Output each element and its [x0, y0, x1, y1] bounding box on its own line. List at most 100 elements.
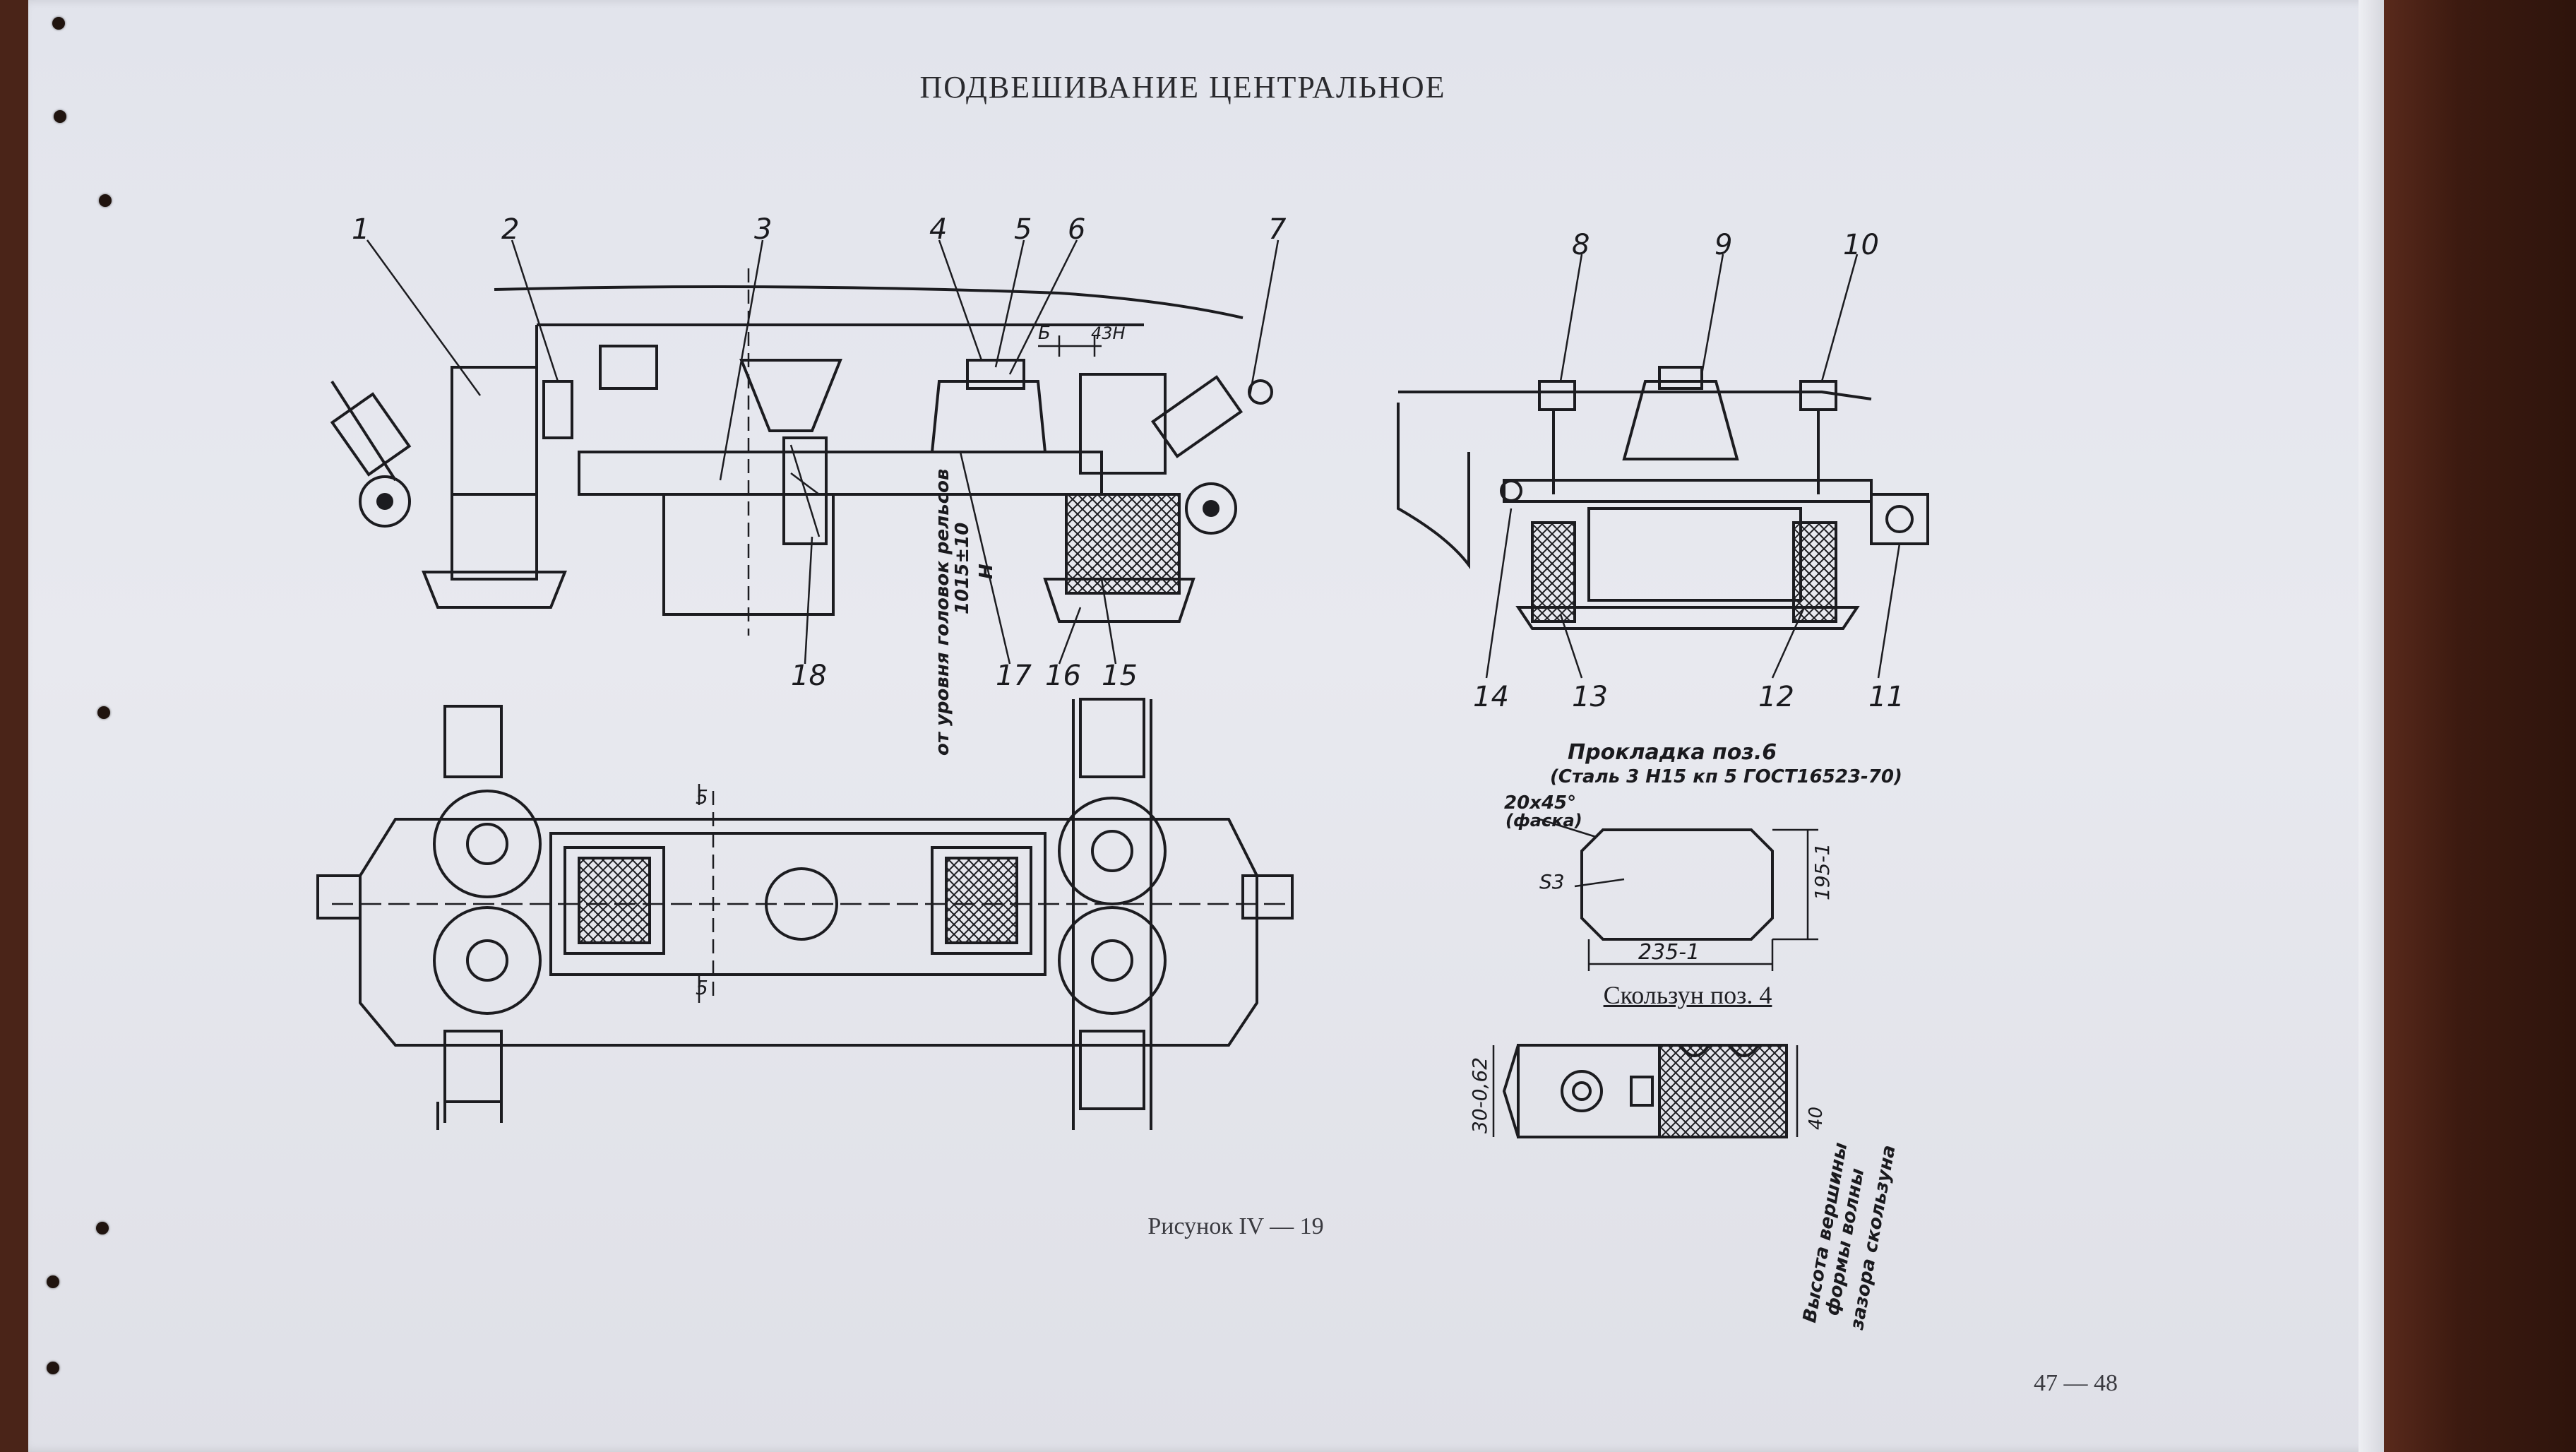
leader-12	[1771, 607, 1806, 679]
punch-hole	[47, 1362, 59, 1374]
finish-leader	[1574, 878, 1625, 888]
callout-4: 4	[929, 213, 947, 246]
callout-16: 16	[1045, 660, 1081, 692]
spring-left	[451, 493, 538, 581]
callout-3: 3	[754, 213, 772, 246]
end-beam	[1503, 479, 1873, 503]
plan-damper-right	[1241, 874, 1294, 920]
plan-spring-right-top	[1058, 797, 1167, 905]
height-note-2: от уровня головок рельсов	[932, 468, 953, 756]
punch-hole	[96, 1222, 109, 1234]
gasket-dim-width	[1587, 939, 1774, 971]
side-view	[330, 239, 1280, 665]
damper-top-right	[1248, 379, 1273, 405]
slider-bolt	[1561, 1070, 1603, 1112]
leader-14	[1485, 508, 1513, 679]
punch-hole	[52, 17, 65, 30]
height-note-1: 1015±10	[952, 522, 973, 614]
end-link-11	[1870, 493, 1929, 545]
plan-side-bearing-left	[564, 846, 665, 955]
callout-6: 6	[1068, 213, 1085, 246]
spring-seat-right	[1043, 578, 1195, 623]
page-number: 47 — 48	[2034, 1370, 2118, 1396]
callout-17: 17	[996, 660, 1032, 692]
end-spring-12	[1792, 521, 1837, 623]
pin-18	[782, 436, 828, 545]
leader-9	[1700, 254, 1724, 375]
gasket-title-2: (Сталь 3 Н15 кп 5 ГОСТ16523-70)	[1550, 766, 1902, 787]
slider-2	[542, 380, 573, 439]
damper-body-left	[330, 392, 412, 477]
punch-hole	[54, 110, 66, 123]
end-frame-left	[1397, 403, 1470, 569]
leader-1	[366, 239, 482, 396]
frame-top-line	[494, 285, 1244, 319]
spring-cap-right	[1079, 373, 1167, 475]
leader-5	[994, 239, 1025, 368]
callout-5: 5	[1014, 213, 1032, 246]
leader-7	[1248, 239, 1280, 396]
end-center-pivot	[1622, 380, 1739, 460]
damper-eye-left	[359, 475, 411, 528]
damper-body-right	[1150, 375, 1244, 458]
plan-hanger-rb	[1079, 1030, 1145, 1110]
callout-10: 10	[1843, 229, 1879, 261]
side-bearing-left	[599, 345, 658, 390]
backdrop-right	[2381, 0, 2576, 1452]
plan-hanger-lb	[443, 1030, 503, 1103]
bolster-beam	[578, 451, 1103, 496]
callout-2: 2	[501, 213, 519, 246]
callout-12: 12	[1758, 681, 1794, 713]
punch-hole	[97, 706, 110, 719]
dim-height-label: 195-1	[1811, 843, 1834, 900]
spring-15	[1065, 493, 1181, 595]
center-pivot	[739, 359, 842, 432]
leader-10	[1820, 254, 1859, 382]
hanger-8	[1538, 380, 1576, 411]
slider-top-4	[966, 359, 1025, 390]
plan-hanger-rt	[1079, 698, 1145, 778]
damper-eye-right	[1185, 482, 1237, 535]
plan-hanger-lt	[443, 705, 503, 778]
callout-15: 15	[1102, 660, 1138, 692]
callout-9: 9	[1715, 229, 1732, 261]
punch-hole	[47, 1275, 59, 1288]
gasket-dim-height	[1772, 828, 1818, 941]
plan-view	[316, 698, 1294, 1130]
figure-caption: Рисунок IV — 19	[1147, 1213, 1324, 1239]
pin-detail	[789, 444, 821, 537]
sheet-edge	[2359, 0, 2384, 1452]
bolster-end-right	[930, 380, 1047, 453]
plan-spring-left-bottom	[433, 906, 542, 1015]
callout-11: 11	[1868, 681, 1904, 713]
plan-spring-left-top	[433, 790, 542, 898]
leader-4	[938, 239, 983, 361]
slider-dim-left: 30-0,62	[1468, 1057, 1491, 1133]
plan-spring-right-bottom	[1058, 906, 1167, 1015]
chamfer-label-2: (фаска)	[1505, 811, 1582, 831]
backdrop-left	[0, 0, 28, 1452]
end-spring-main	[1587, 507, 1802, 602]
slider-section-label: Скользун поз. 4	[1603, 981, 1772, 1009]
leader-3	[719, 239, 764, 481]
document-sheet	[28, 0, 2381, 1452]
punch-hole	[99, 194, 112, 207]
chamfer-label-1: 20x45°	[1504, 792, 1576, 814]
hanger-10	[1799, 380, 1837, 411]
leader-2	[511, 239, 559, 382]
callout-14: 14	[1473, 681, 1509, 713]
spring-seat-left	[422, 571, 567, 609]
dim-45-label: 43H	[1091, 323, 1126, 343]
leader-13	[1559, 614, 1583, 679]
leader-17	[959, 451, 1011, 665]
plan-damper-left	[316, 874, 362, 920]
leader-18	[804, 536, 813, 665]
spring-cap-left	[451, 366, 538, 496]
end-base	[1515, 606, 1860, 630]
chamfer-leader	[1539, 818, 1597, 838]
dim-width-label: 235-1	[1638, 940, 1700, 965]
plan-side-bearing-right	[931, 846, 1032, 955]
slider-wear-pad	[1658, 1044, 1788, 1138]
section-mark-top: 5	[696, 785, 708, 809]
